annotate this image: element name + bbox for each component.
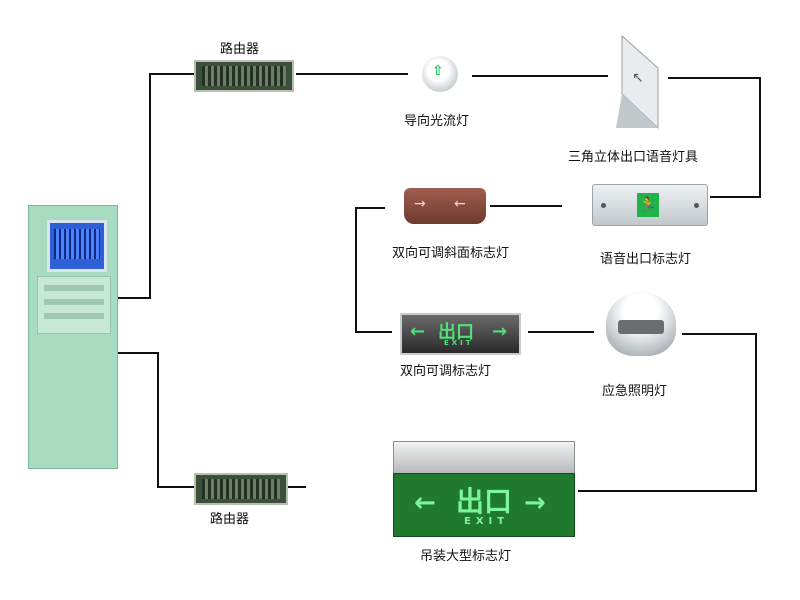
wire-emergency-hanging [578,333,757,492]
running-man-icon: 🏃 [637,193,659,217]
arrow-up-icon: ⇧ [432,63,444,79]
bidir-sign-label: 双向可调标志灯 [400,364,492,379]
triangle-voice-label: 三角立体出口语音灯具 [568,150,699,165]
voice-exit-sign: 🏃 [592,184,708,226]
sign-exit-en: EXIT [444,339,474,347]
hanging-sign-housing [393,441,575,475]
router-top [194,60,294,92]
emergency-lamp [606,292,676,356]
arrow-left-icon: ← [454,196,466,212]
wire-triangle-voiceexit [668,77,761,198]
router-bottom-label: 路由器 [210,512,250,527]
emergency-label: 应急照明灯 [602,384,668,399]
cabinet-screen [47,220,107,272]
wire-slanted-bidir [355,207,392,333]
slanted-bidir-label: 双向可调斜面标志灯 [392,246,510,261]
hanging-exit-en: EXIT [464,516,510,527]
arrow-left-icon: ← [410,321,426,342]
wire-cabinet-router-top [116,73,194,299]
router-bottom [194,473,288,505]
hanging-exit-sign: ← 出口 EXIT → [393,473,575,537]
hanging-exit-cn: 出口 [456,485,513,518]
flow-light: ⇧ [422,56,458,92]
cabinet-panel [37,276,111,334]
svg-text:↖: ↖ [632,70,644,86]
slanted-bidir-sign: → ← [404,188,486,224]
arrow-right-icon: → [524,488,546,518]
hanging-sign-label: 吊装大型标志灯 [420,549,512,564]
sign-exit-cn: 出口 [438,322,474,343]
arrow-right-icon: → [492,321,508,342]
arrow-left-icon: ← [414,488,436,518]
triangle-voice-light: ↖ [616,34,659,130]
arrow-right-icon: → [414,196,426,212]
control-cabinet [28,205,118,469]
router-top-label: 路由器 [220,42,260,57]
bidir-exit-sign: ← 出口 EXIT → [400,313,521,355]
voice-exit-label: 语音出口标志灯 [600,252,692,267]
flow-light-label: 导向光流灯 [404,114,470,129]
wire-cabinet-router-bottom [116,352,194,488]
